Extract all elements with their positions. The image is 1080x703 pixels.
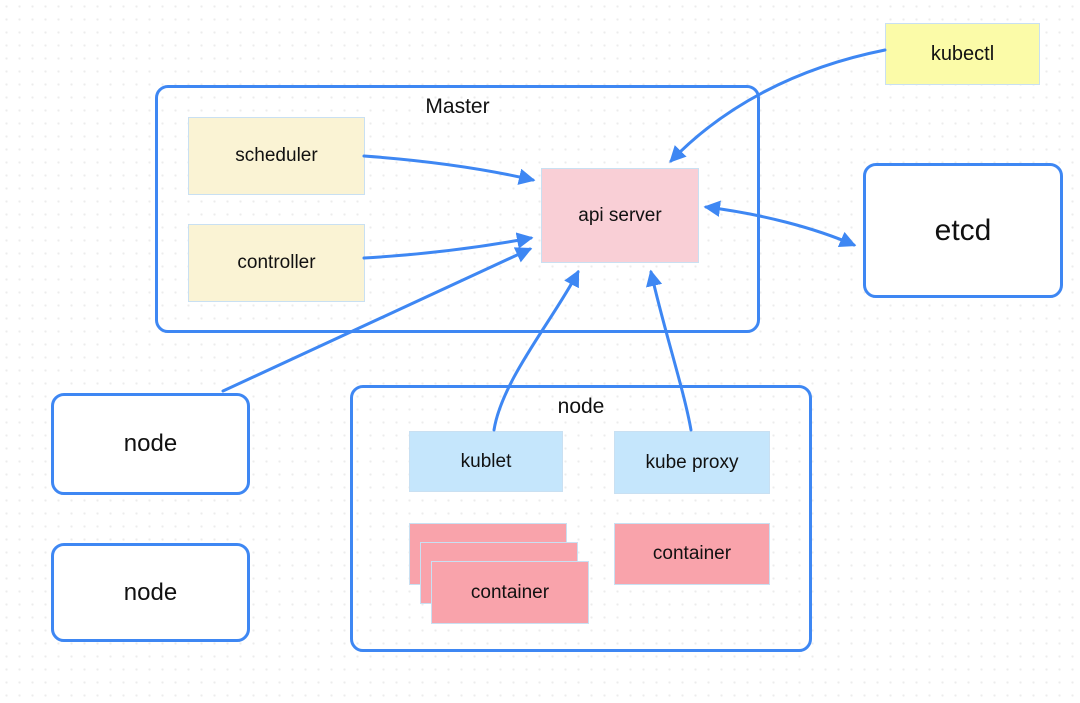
node-left-top-box: node	[51, 393, 250, 495]
node-group-label: node	[557, 395, 605, 418]
api-server-box: api server	[541, 168, 699, 263]
etcd-box: etcd	[863, 163, 1063, 298]
kubectl-box: kubectl	[885, 23, 1040, 85]
scheduler-box: scheduler	[188, 117, 365, 195]
node-left-bottom-box: node	[51, 543, 250, 642]
kube-proxy-box: kube proxy	[614, 431, 770, 494]
container-single-box: container	[614, 523, 770, 585]
kublet-box: kublet	[409, 431, 563, 492]
master-group-label: Master	[425, 95, 490, 118]
container-stack-front-box: container	[431, 561, 589, 624]
controller-box: controller	[188, 224, 365, 302]
